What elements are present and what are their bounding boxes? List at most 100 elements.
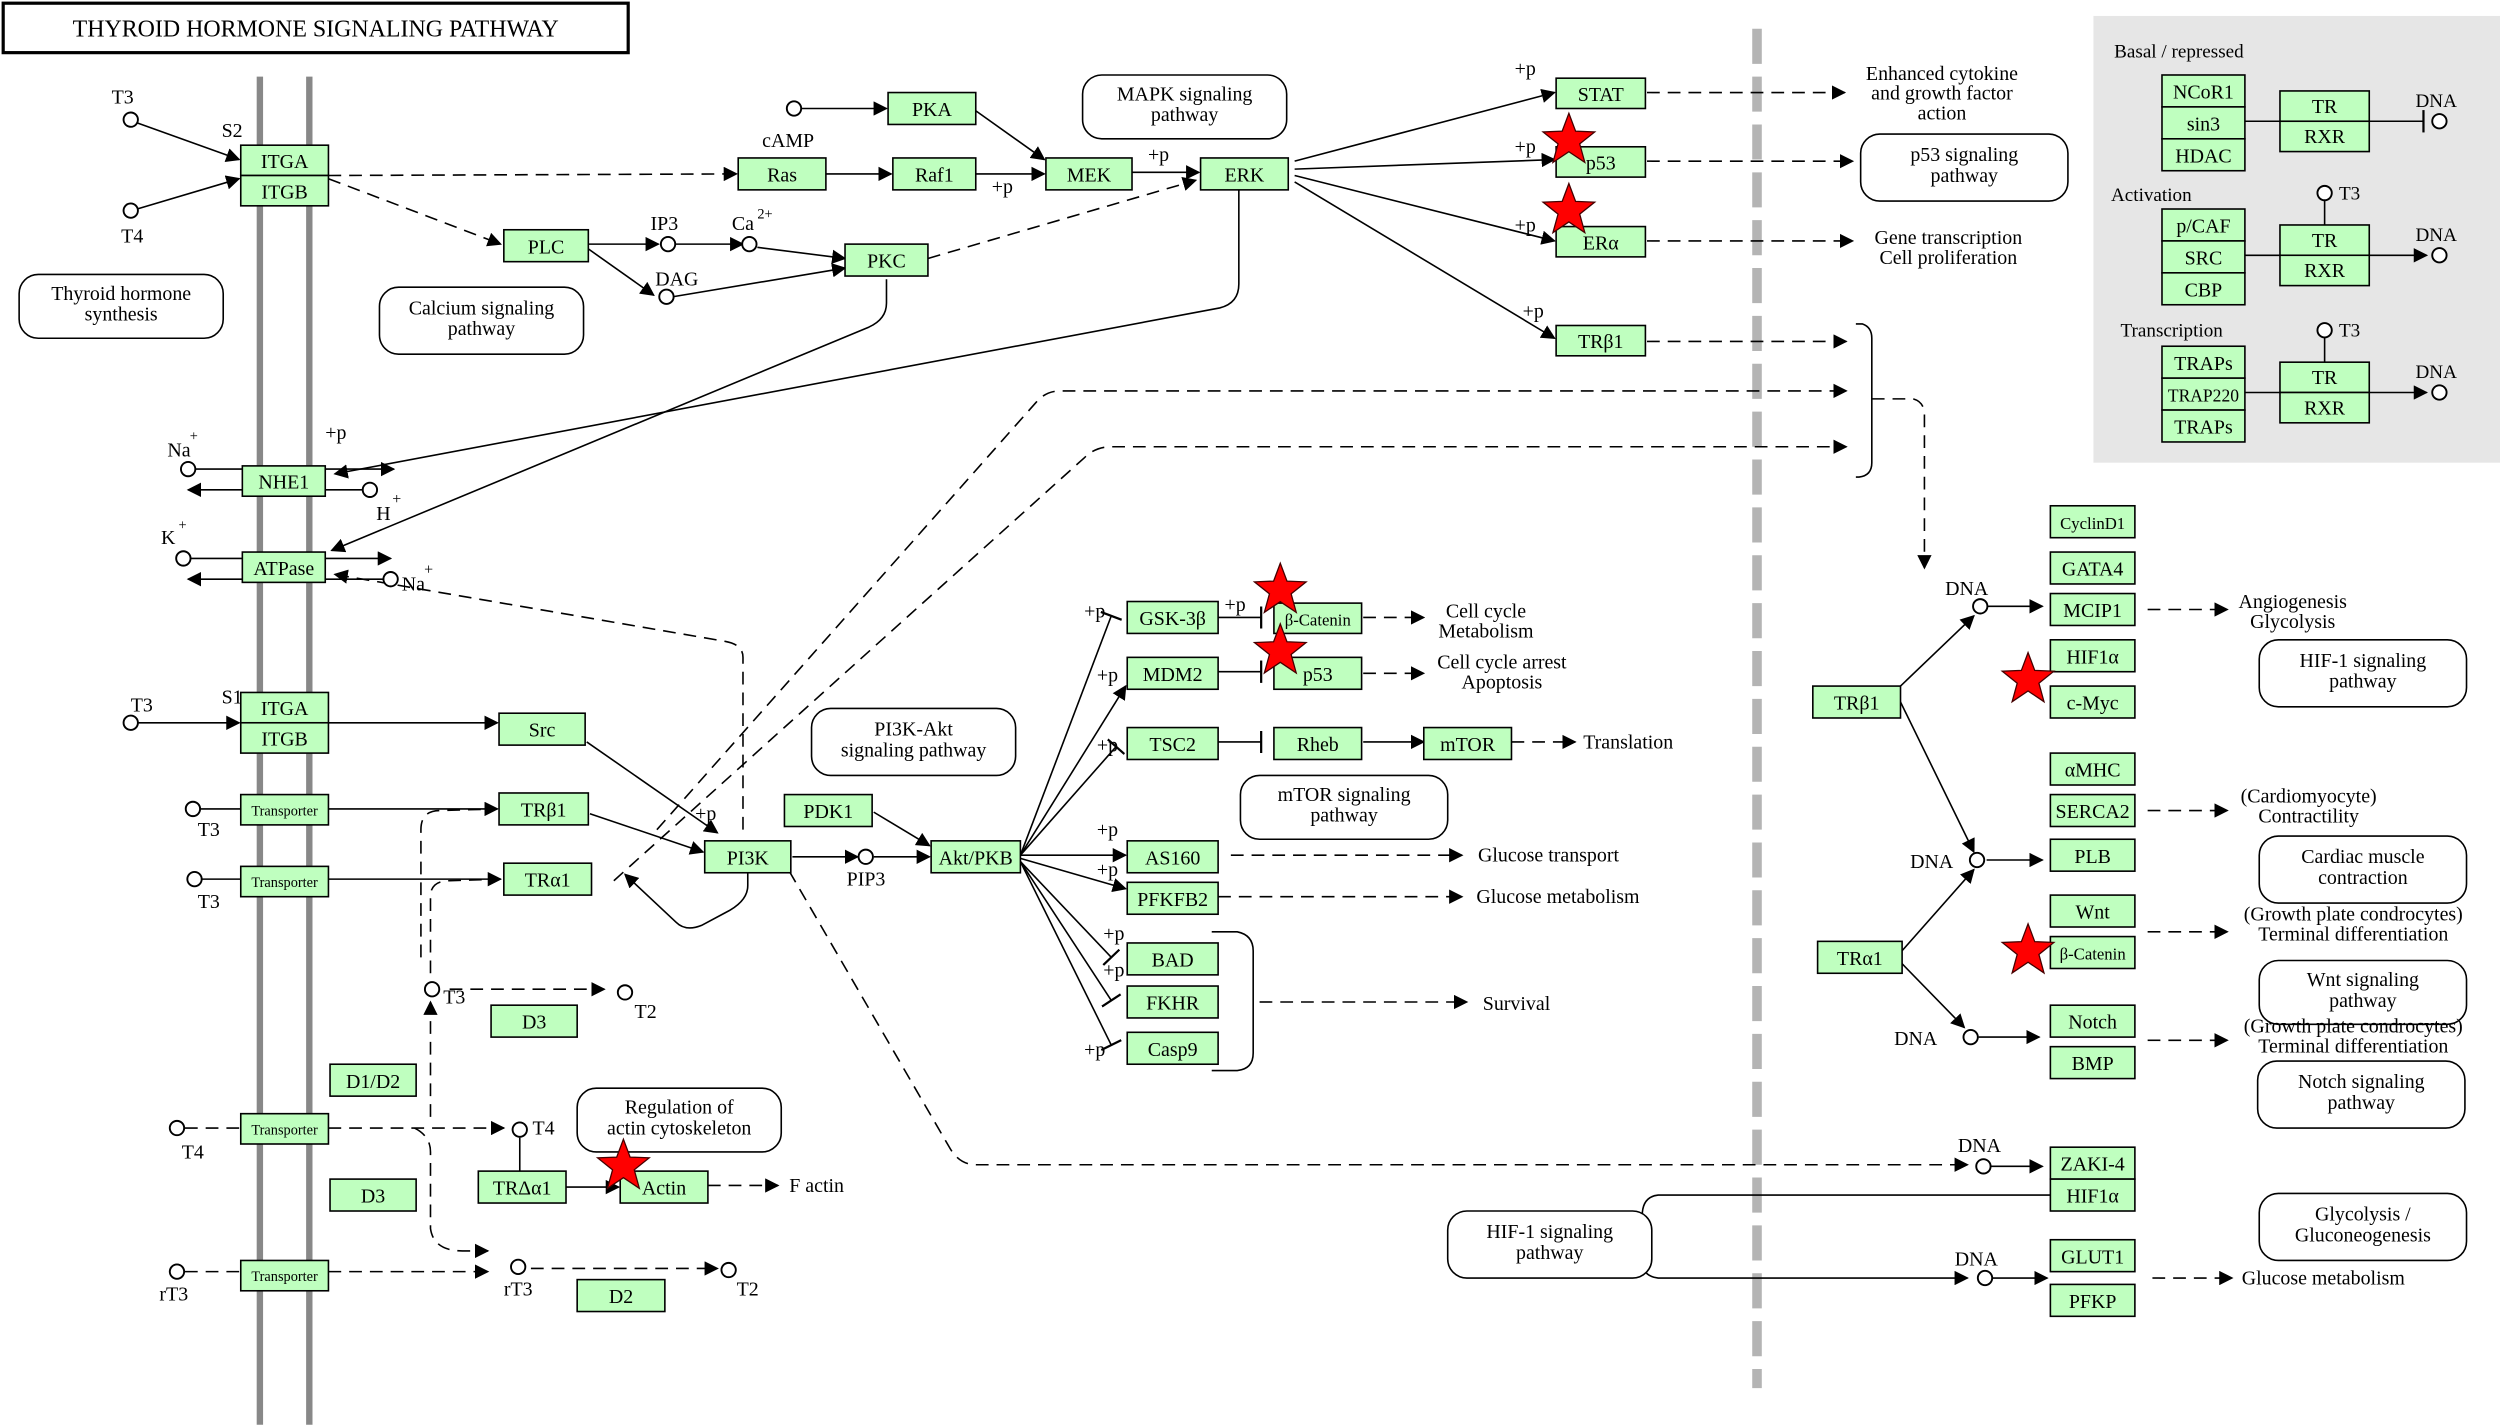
gene-amhc[interactable]: αMHC: [2049, 752, 2136, 786]
gene-itga_s2[interactable]: ITGA: [239, 144, 330, 177]
gene-ras[interactable]: Ras: [737, 157, 827, 191]
gene-d1d2[interactable]: D1/D2: [329, 1063, 417, 1097]
map-box[interactable]: [2258, 835, 2468, 904]
gene-box[interactable]: [239, 691, 330, 724]
gene-box[interactable]: [892, 157, 977, 191]
gene-glut1[interactable]: GLUT1: [2049, 1238, 2136, 1273]
map-box[interactable]: [18, 273, 225, 340]
gene-box[interactable]: [1126, 726, 1219, 761]
gene-wnt[interactable]: Wnt: [2049, 894, 2136, 928]
gene-notch[interactable]: Notch: [2049, 1004, 2136, 1038]
gene-gsk3b[interactable]: GSK-3β: [1126, 600, 1219, 635]
gene-box[interactable]: [329, 1178, 417, 1212]
gene-erk[interactable]: ERK: [1199, 157, 1290, 191]
map-box[interactable]: [1859, 133, 2069, 202]
map-box[interactable]: [576, 1087, 783, 1153]
gene-box[interactable]: [239, 174, 330, 207]
gene-box[interactable]: [783, 793, 873, 828]
gene-era[interactable]: ERα: [1555, 225, 1647, 258]
gene-box[interactable]: [737, 157, 827, 191]
map-box[interactable]: [2258, 1192, 2468, 1262]
gene-box[interactable]: [2049, 1178, 2136, 1212]
gene-box[interactable]: [239, 793, 330, 826]
gene-box[interactable]: [1273, 726, 1363, 761]
gene-tsc2[interactable]: TSC2: [1126, 726, 1219, 761]
gene-box[interactable]: [477, 1170, 567, 1204]
gene-box[interactable]: [2049, 685, 2136, 719]
gene-bcatenin_r[interactable]: β-Catenin: [2049, 935, 2136, 970]
map-box[interactable]: [2258, 639, 2468, 708]
gene-itga_s1[interactable]: ITGA: [239, 691, 330, 724]
map-box[interactable]: [810, 707, 1017, 777]
gene-box[interactable]: [887, 91, 977, 126]
gene-box[interactable]: [576, 1278, 666, 1313]
gene-box[interactable]: [2049, 551, 2136, 585]
gene-box[interactable]: [1555, 324, 1647, 357]
gene-box[interactable]: [2049, 935, 2136, 970]
gene-box[interactable]: [1812, 685, 1902, 719]
gene-p53_top[interactable]: p53: [1555, 145, 1647, 178]
gene-nhe1[interactable]: NHE1: [241, 465, 327, 498]
gene-tra1_r[interactable]: TRα1: [1816, 940, 1903, 975]
gene-box[interactable]: [1199, 157, 1290, 191]
gene-pkc[interactable]: PKC: [844, 243, 929, 277]
gene-box[interactable]: [703, 840, 792, 874]
gene-box[interactable]: [2049, 1045, 2136, 1080]
gene-stat[interactable]: STAT: [1555, 77, 1647, 110]
gene-box[interactable]: [1126, 840, 1219, 874]
gene-box[interactable]: [930, 840, 1022, 874]
gene-box[interactable]: [1126, 985, 1219, 1019]
gene-casp9[interactable]: Casp9: [1126, 1031, 1219, 1066]
gene-transporter3[interactable]: Transporter: [239, 1112, 330, 1145]
gene-box[interactable]: [239, 1112, 330, 1145]
gene-box[interactable]: [1126, 600, 1219, 635]
gene-hif1a_r[interactable]: HIF1α: [2049, 639, 2136, 673]
gene-box[interactable]: [2049, 1283, 2136, 1318]
map-box[interactable]: [2258, 959, 2468, 1026]
gene-box[interactable]: [1555, 77, 1647, 110]
gene-gata4[interactable]: GATA4: [2049, 551, 2136, 585]
gene-bcatenin_mid[interactable]: β-Catenin: [1273, 602, 1363, 635]
gene-box[interactable]: [2049, 1004, 2136, 1038]
gene-trb1_r[interactable]: TRβ1: [1812, 685, 1902, 719]
gene-src[interactable]: Src: [498, 712, 586, 746]
map-link-glyco[interactable]: Glycolysis /Gluconeogenesis: [2258, 1192, 2468, 1262]
gene-box[interactable]: [239, 144, 330, 177]
gene-box[interactable]: [241, 551, 327, 584]
gene-plb[interactable]: PLB: [2049, 838, 2136, 872]
gene-fkhr[interactable]: FKHR: [1126, 985, 1219, 1019]
gene-box[interactable]: [490, 1004, 578, 1038]
gene-box[interactable]: [1555, 225, 1647, 258]
gene-box[interactable]: [1126, 942, 1219, 976]
gene-box[interactable]: [1126, 881, 1219, 916]
gene-mdm2[interactable]: MDM2: [1126, 656, 1219, 691]
gene-box[interactable]: [1273, 602, 1363, 635]
gene-bmp[interactable]: BMP: [2049, 1045, 2136, 1080]
gene-aktpkb[interactable]: Akt/PKB: [930, 840, 1022, 874]
gene-box[interactable]: [239, 1259, 330, 1292]
map-box[interactable]: [378, 286, 585, 356]
gene-box[interactable]: [503, 862, 593, 896]
gene-box[interactable]: [329, 1063, 417, 1097]
gene-transporter4[interactable]: Transporter: [239, 1259, 330, 1292]
gene-tra1_mid[interactable]: TRα1: [503, 862, 593, 896]
gene-d3_b[interactable]: D3: [329, 1178, 417, 1212]
gene-trb1_top[interactable]: TRβ1: [1555, 324, 1647, 357]
gene-d2[interactable]: D2: [576, 1278, 666, 1313]
map-box[interactable]: [1446, 1210, 1653, 1279]
gene-serca2[interactable]: SERCA2: [2049, 793, 2136, 828]
gene-box[interactable]: [2049, 838, 2136, 872]
gene-box[interactable]: [1126, 1031, 1219, 1066]
gene-itgb_s1[interactable]: ITGB: [239, 721, 330, 754]
gene-pdk1[interactable]: PDK1: [783, 793, 873, 828]
gene-box[interactable]: [498, 712, 586, 746]
